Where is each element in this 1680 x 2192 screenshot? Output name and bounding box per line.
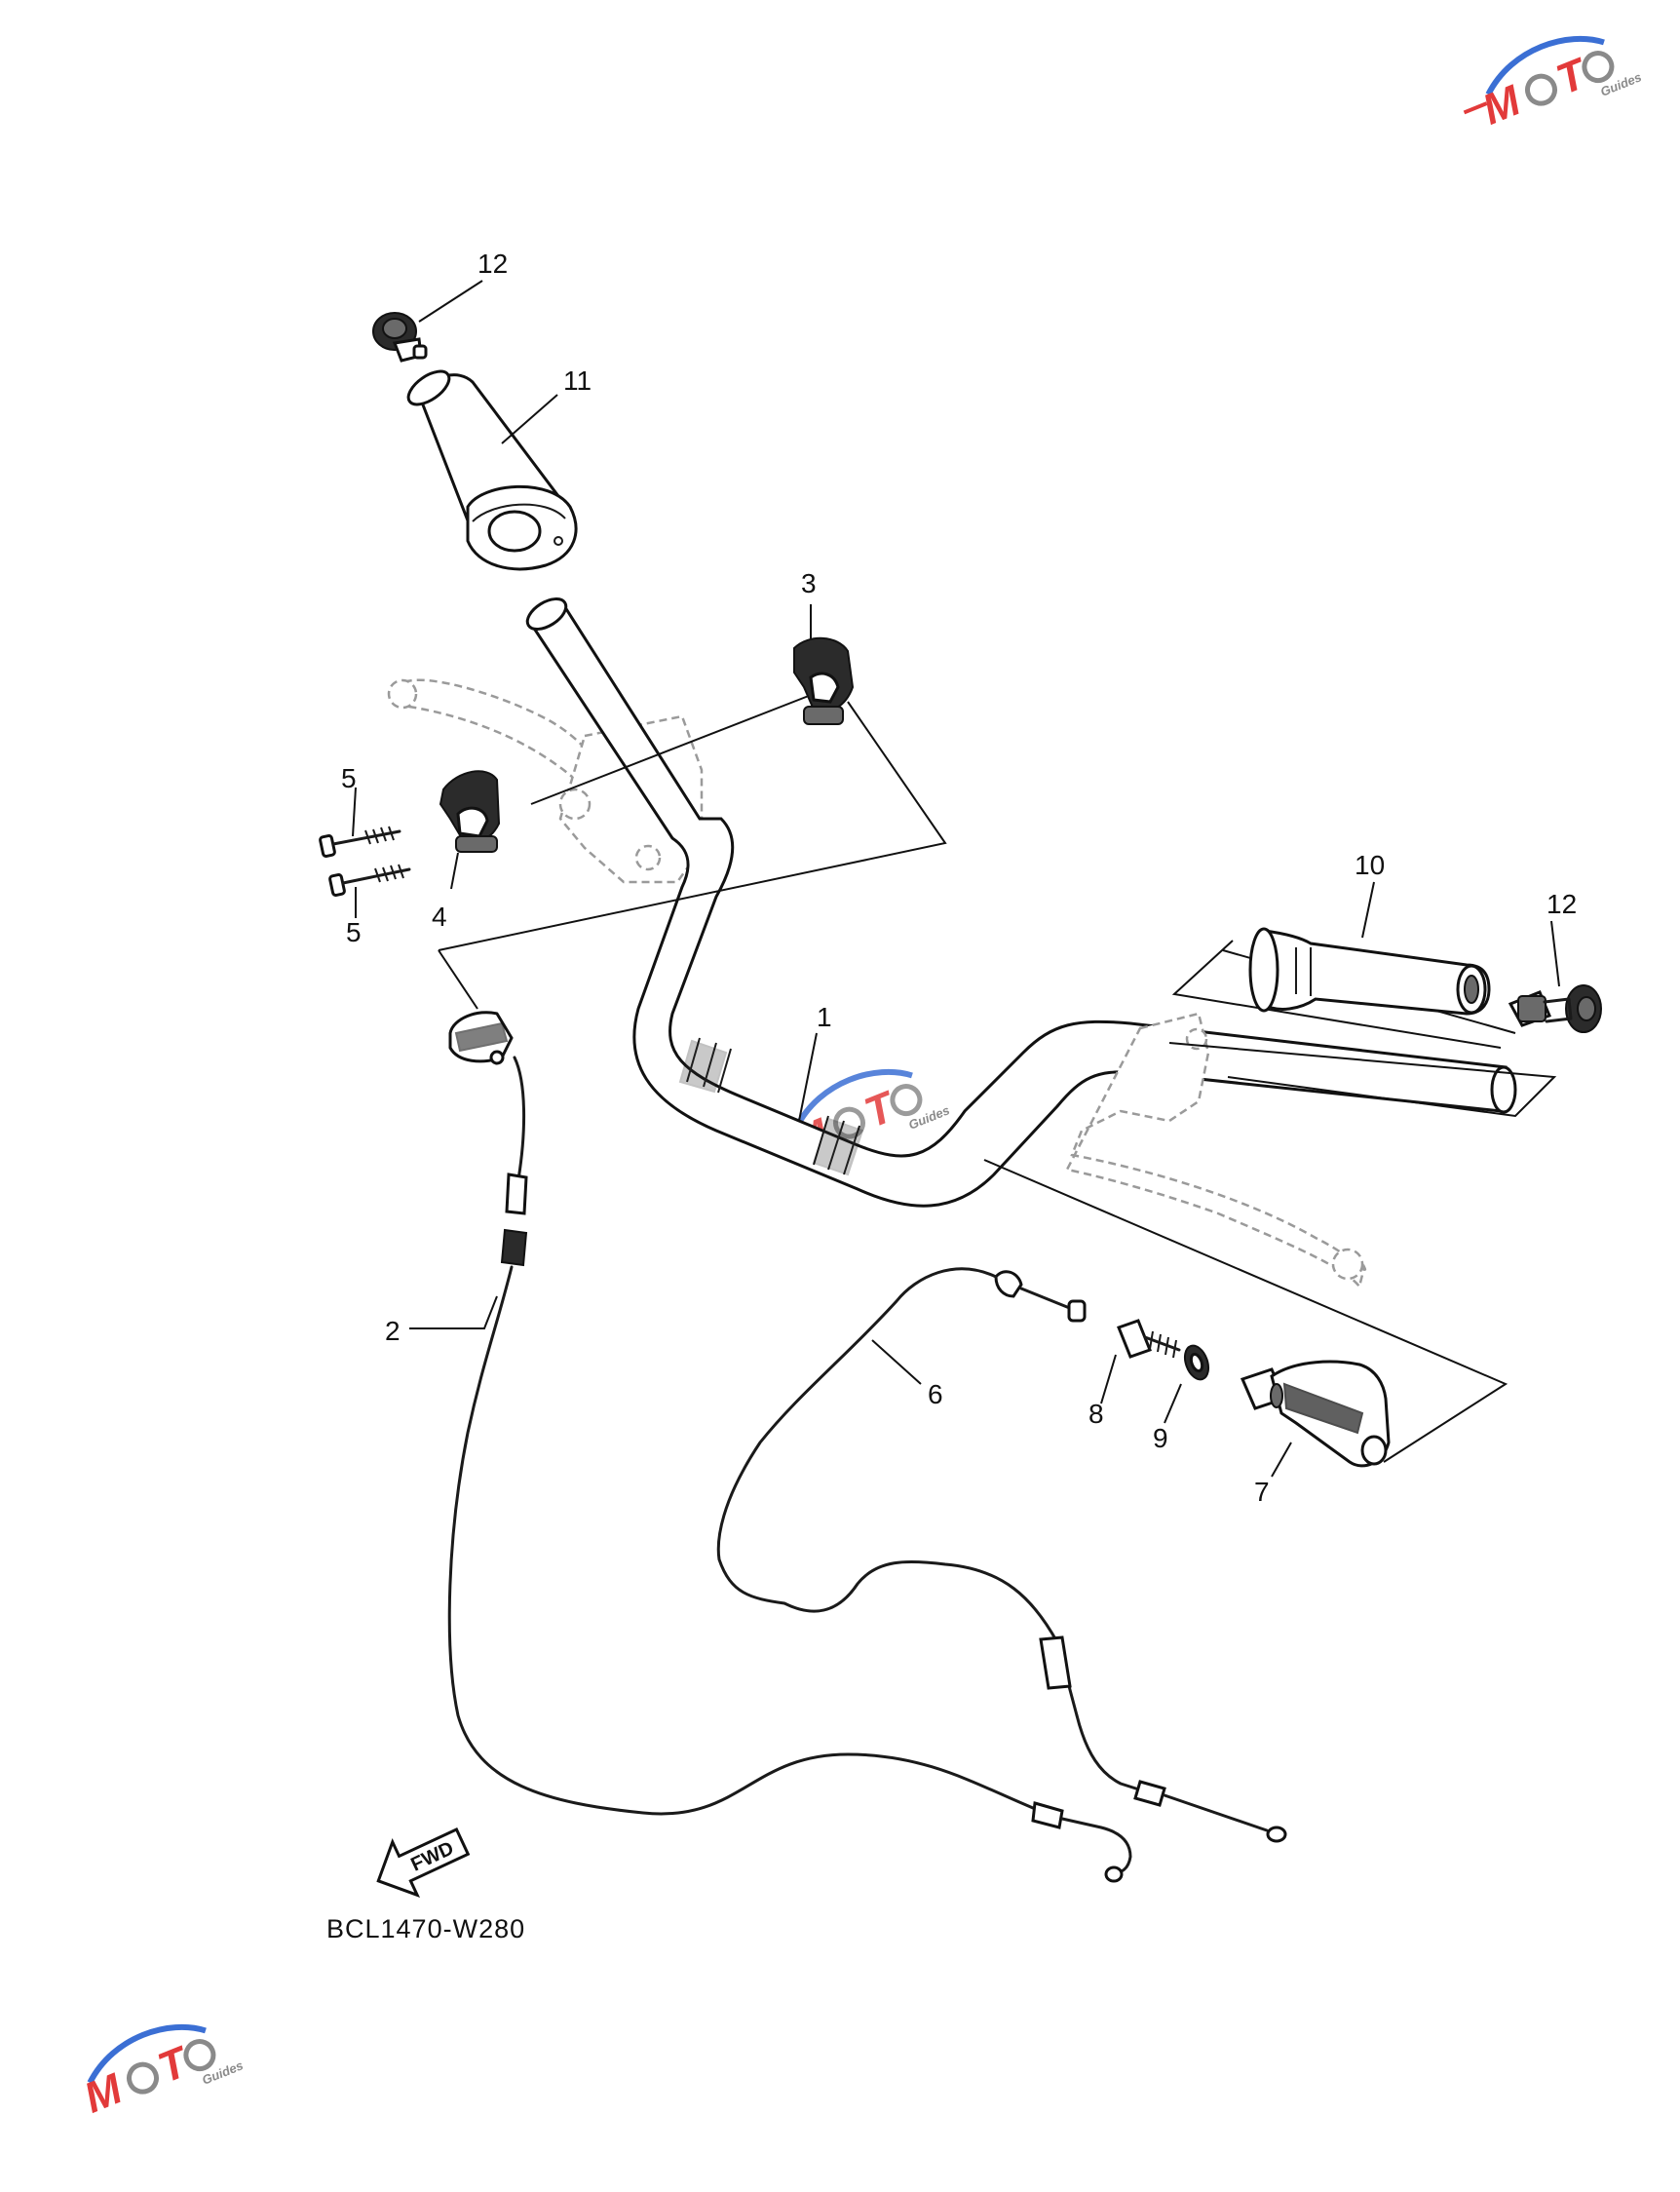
throttle-washer xyxy=(1183,1344,1210,1381)
callout-12-grip-end-left: 12 xyxy=(477,249,508,279)
callout-2-clutch-cable: 2 xyxy=(385,1316,401,1346)
svg-text:M: M xyxy=(1476,76,1529,135)
callout-8-adjuster-bolt: 8 xyxy=(1088,1399,1104,1429)
throttle-adjuster-bolt xyxy=(1117,1319,1181,1359)
callout-5-screw-lower: 5 xyxy=(346,917,362,947)
callout-5-screw-upper: 5 xyxy=(341,763,357,793)
right-grip xyxy=(1248,927,1491,1016)
svg-text:Guides: Guides xyxy=(1598,69,1643,98)
grip-end-left xyxy=(372,312,428,363)
screw-upper xyxy=(319,826,401,858)
left-grip xyxy=(406,369,578,571)
callout-6-throttle-cable: 6 xyxy=(928,1379,943,1409)
throttle-grip-tube xyxy=(1240,1360,1391,1468)
watermark-logo-bottom-left: M T Guides xyxy=(78,2023,246,2123)
callout-leaders xyxy=(352,280,1560,1478)
callout-3-holder-upper: 3 xyxy=(801,568,817,598)
callout-12-grip-end-right: 12 xyxy=(1546,889,1577,919)
callout-1-handlebar: 1 xyxy=(817,1002,832,1032)
svg-text:M: M xyxy=(78,2064,131,2123)
screw-lower xyxy=(328,864,411,897)
callout-4-holder-lower: 4 xyxy=(432,902,447,932)
assembly-guide-lines xyxy=(438,691,1557,1463)
diagram-code: BCL1470-W280 xyxy=(326,1914,525,1943)
throttle-cable xyxy=(716,1267,1287,1843)
callout-11-left-grip: 11 xyxy=(563,365,592,396)
callout-7-throttle-grip-tube: 7 xyxy=(1254,1477,1270,1507)
clutch-cable xyxy=(447,1011,1132,1883)
svg-text:Guides: Guides xyxy=(200,2057,245,2087)
holder-upper xyxy=(793,636,855,725)
phantom-brake-lever-right xyxy=(1065,1012,1367,1289)
callout-9-washer: 9 xyxy=(1153,1423,1168,1453)
svg-text:Guides: Guides xyxy=(906,1102,951,1132)
fwd-arrow: FWD xyxy=(376,1827,471,1898)
handlebar xyxy=(525,597,1517,1208)
holder-lower xyxy=(439,770,501,853)
watermark-logo-top-right: M T Guides xyxy=(1463,35,1644,135)
phantom-clutch-lever-left xyxy=(387,678,704,884)
grip-end-right xyxy=(1508,984,1602,1033)
callout-10-right-grip: 10 xyxy=(1355,850,1385,880)
